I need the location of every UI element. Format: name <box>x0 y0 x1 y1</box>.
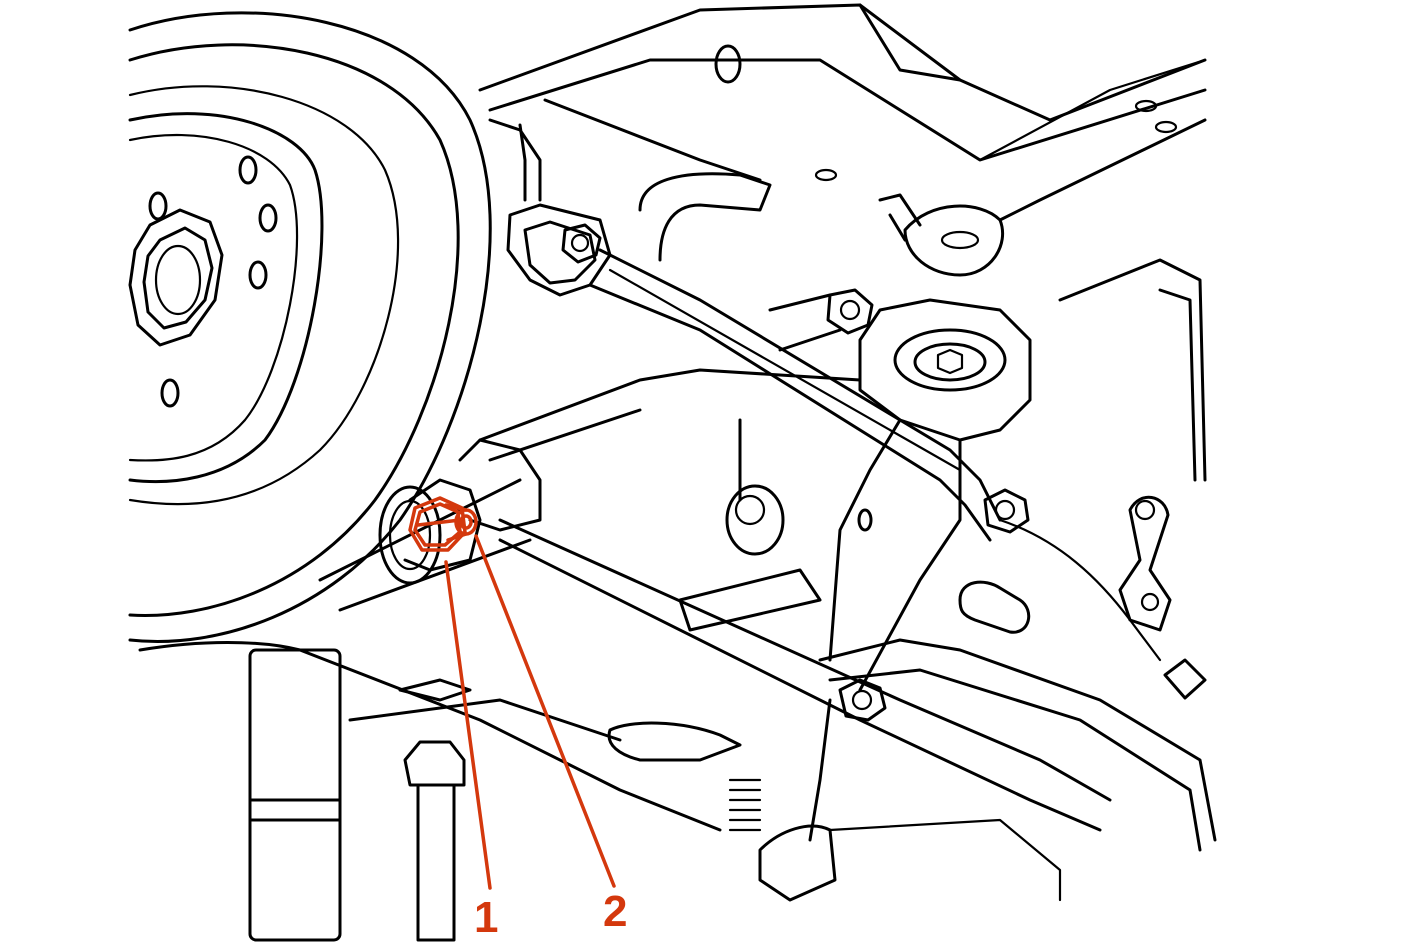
bracket-bolt <box>768 288 874 352</box>
callout-label-2: 2 <box>603 887 628 936</box>
body-frame <box>478 3 1207 482</box>
hub-center <box>128 208 224 347</box>
strut-rod <box>248 648 342 942</box>
axle-housing <box>318 368 1112 832</box>
lower-bolt <box>838 678 887 722</box>
brake-cable <box>828 518 1162 902</box>
frame-hole <box>857 508 873 532</box>
brake-line <box>488 118 542 202</box>
control-arm <box>506 203 1002 542</box>
mount-bracket <box>638 172 772 262</box>
wire-clip <box>1118 495 1172 632</box>
leader-line-1 <box>444 560 492 890</box>
cable-end <box>1163 658 1207 700</box>
heat-shield <box>678 568 1217 852</box>
spring-clip <box>728 698 837 902</box>
lower-link <box>138 641 742 832</box>
hose-fitting <box>878 193 1005 277</box>
brake-drum <box>128 11 492 643</box>
highlighted-bolt-end <box>444 503 478 542</box>
callout-label-1: 1 <box>474 893 499 942</box>
frame-slot <box>958 580 1031 634</box>
vertical-bolt <box>403 740 466 942</box>
shock-mount <box>828 298 1032 692</box>
right-bolt <box>983 488 1030 534</box>
wheel-studs <box>148 155 278 408</box>
leader-line-2 <box>474 534 616 888</box>
arm-bolt-head <box>561 223 602 264</box>
stabilizer-link <box>725 418 785 556</box>
